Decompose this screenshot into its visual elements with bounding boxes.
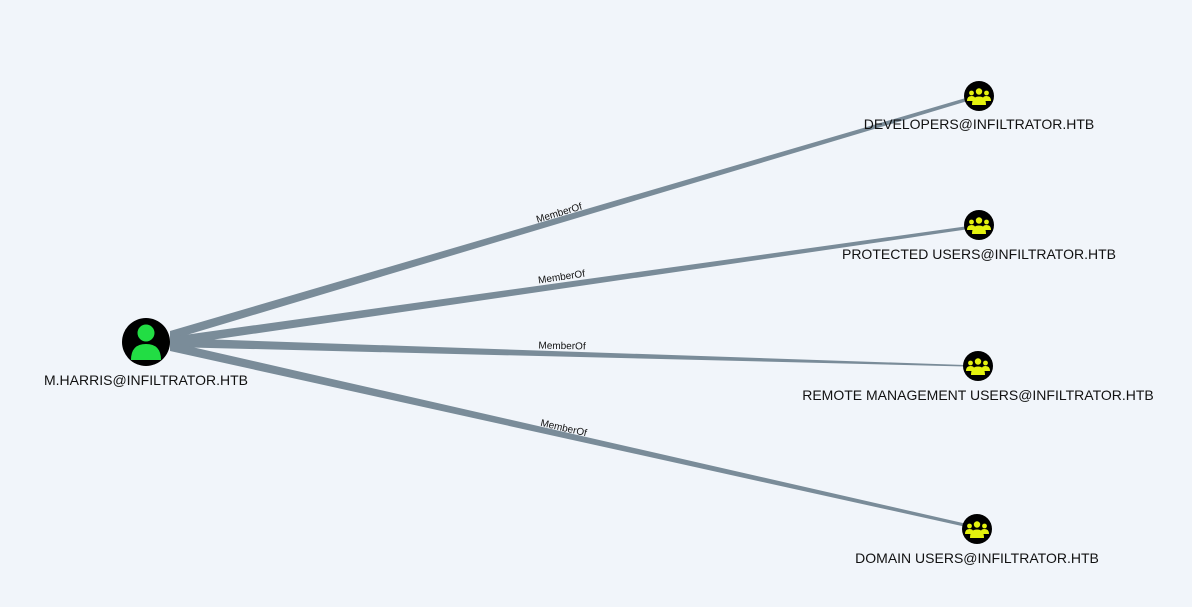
- edge-shape[interactable]: [170, 98, 966, 341]
- node-label: DEVELOPERS@INFILTRATOR.HTB: [864, 116, 1094, 132]
- edge-remote-management-users[interactable]: MemberOf: [170, 338, 965, 367]
- edge-domain-users[interactable]: MemberOf: [170, 342, 965, 527]
- node-label: PROTECTED USERS@INFILTRATOR.HTB: [842, 246, 1116, 262]
- group-icon: [967, 217, 991, 234]
- group-icon: [965, 521, 989, 538]
- node-group-developers[interactable]: DEVELOPERS@INFILTRATOR.HTB: [864, 81, 1094, 132]
- node-circle[interactable]: [962, 514, 992, 544]
- node-group-remote-management-users[interactable]: REMOTE MANAGEMENT USERS@INFILTRATOR.HTB: [802, 351, 1154, 403]
- node-label: REMOTE MANAGEMENT USERS@INFILTRATOR.HTB: [802, 387, 1154, 403]
- edge-label: MemberOf: [538, 341, 586, 353]
- node-label: DOMAIN USERS@INFILTRATOR.HTB: [855, 550, 1099, 566]
- node-group-protected-users[interactable]: PROTECTED USERS@INFILTRATOR.HTB: [842, 210, 1116, 262]
- group-icon: [966, 358, 990, 375]
- node-circle[interactable]: [964, 81, 994, 111]
- edge-shape[interactable]: [170, 338, 965, 367]
- edge-protected-users[interactable]: MemberOf: [170, 226, 966, 347]
- node-group-domain-users[interactable]: DOMAIN USERS@INFILTRATOR.HTB: [855, 514, 1099, 566]
- edge-developers[interactable]: MemberOf: [170, 98, 966, 341]
- user-icon: [131, 324, 161, 360]
- node-circle[interactable]: [964, 210, 994, 240]
- group-icon: [967, 88, 991, 105]
- node-user-m-harris[interactable]: M.HARRIS@INFILTRATOR.HTB: [44, 318, 248, 388]
- node-circle[interactable]: [963, 351, 993, 381]
- node-label: M.HARRIS@INFILTRATOR.HTB: [44, 372, 248, 388]
- edge-shape[interactable]: [170, 342, 965, 527]
- edge-shape[interactable]: [170, 226, 966, 347]
